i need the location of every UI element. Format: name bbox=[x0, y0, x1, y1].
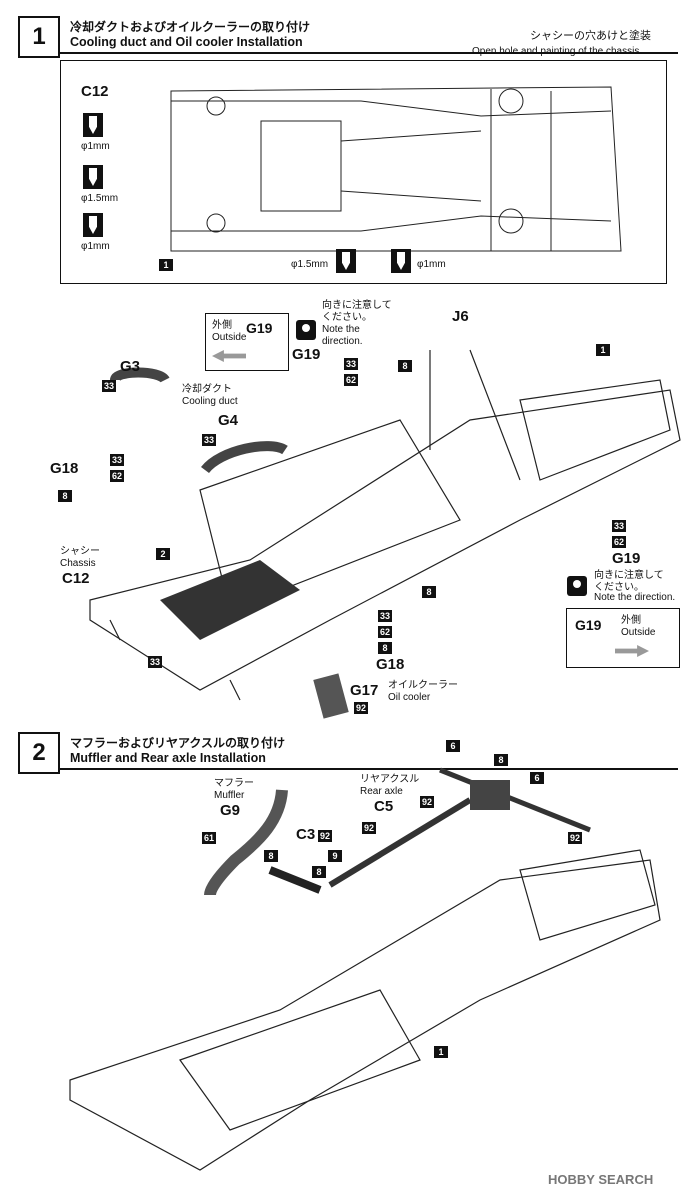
part-g4: G4 bbox=[218, 412, 239, 429]
part-tag-9: 9 bbox=[328, 850, 342, 862]
drill-size-c: φ1mm bbox=[81, 241, 110, 252]
part-tag-8: 8 bbox=[312, 866, 326, 878]
part-g19: G19 bbox=[292, 346, 321, 363]
part-tag-8: 8 bbox=[494, 754, 508, 766]
muffler-en: Muffler bbox=[214, 790, 245, 801]
direction-en: Note the direction. bbox=[594, 592, 676, 603]
part-tag-92: 92 bbox=[362, 822, 377, 834]
drill-icon bbox=[336, 249, 356, 273]
part-g18: G18 bbox=[376, 656, 405, 673]
chassis-jp: シャシー bbox=[60, 546, 100, 557]
part-g17: G17 bbox=[350, 682, 379, 699]
drill-icon bbox=[83, 165, 103, 189]
cooler-jp: オイルクーラー bbox=[388, 680, 458, 691]
part-c3: C3 bbox=[296, 826, 316, 843]
step-2-title-jp: マフラーおよびリヤアクスルの取り付け bbox=[70, 736, 286, 750]
part-tag-8: 8 bbox=[398, 360, 412, 372]
inset-part-c12: C12 bbox=[81, 83, 109, 100]
outside-en: Outside bbox=[212, 332, 247, 343]
part-g3: G3 bbox=[120, 358, 141, 375]
part-tag-33: 33 bbox=[344, 358, 359, 370]
step-2-badge: 2 bbox=[18, 732, 60, 774]
part-g18: G18 bbox=[50, 460, 79, 477]
outside-hint-left: 外側 Outside G19 bbox=[205, 313, 289, 371]
part-c12: C12 bbox=[62, 570, 90, 587]
caution-icon bbox=[296, 320, 316, 340]
part-c5: C5 bbox=[374, 798, 394, 815]
part-g19: G19 bbox=[246, 320, 273, 336]
step-1-note-jp: シャシーの穴あけと塗装 bbox=[530, 30, 651, 42]
part-tag-33: 33 bbox=[612, 520, 627, 532]
drill-size-b: φ1.5mm bbox=[81, 193, 119, 204]
duct-jp: 冷却ダクト bbox=[182, 384, 232, 395]
drill-size-a: φ1mm bbox=[81, 141, 110, 152]
outside-jp: 外側 bbox=[621, 615, 641, 626]
drill-icon bbox=[83, 113, 103, 137]
part-tag-6: 6 bbox=[530, 772, 544, 784]
axle-jp: リヤアクスル bbox=[360, 774, 420, 785]
step-1-note-en: Open hole and painting of the chassis. bbox=[472, 46, 643, 57]
part-g19: G19 bbox=[575, 617, 602, 633]
part-tag-62: 62 bbox=[344, 374, 359, 386]
part-tag-8: 8 bbox=[58, 490, 72, 502]
part-tag-33: 33 bbox=[378, 610, 393, 622]
direction-en: Note the direction. bbox=[322, 324, 363, 347]
part-tag-33: 33 bbox=[102, 380, 117, 392]
part-tag-62: 62 bbox=[612, 536, 627, 548]
step-1-badge: 1 bbox=[18, 16, 60, 58]
step-2-title-en: Muffler and Rear axle Installation bbox=[70, 751, 266, 765]
part-tag-62: 62 bbox=[110, 470, 125, 482]
part-tag-92: 92 bbox=[420, 796, 435, 808]
axle-en: Rear axle bbox=[360, 786, 403, 797]
drill-icon bbox=[83, 213, 103, 237]
step-1-rule bbox=[58, 52, 678, 54]
part-tag-92: 92 bbox=[318, 830, 333, 842]
part-tag-33: 33 bbox=[110, 454, 125, 466]
part-tag-1: 1 bbox=[596, 344, 610, 356]
chassis-drilling-inset: C12 φ1mm φ1.5mm φ1mm 1 φ1.5mm φ1mm bbox=[60, 60, 667, 284]
part-j6: J6 bbox=[452, 308, 469, 325]
part-g19: G19 bbox=[612, 550, 641, 567]
drill-size-d: φ1.5mm bbox=[291, 259, 329, 270]
outside-en: Outside bbox=[621, 627, 656, 638]
drill-icon bbox=[391, 249, 411, 273]
duct-en: Cooling duct bbox=[182, 396, 238, 407]
part-tag-2: 2 bbox=[156, 548, 170, 560]
chassis-en: Chassis bbox=[60, 558, 96, 569]
part-tag-33: 33 bbox=[148, 656, 163, 668]
part-tag-92: 92 bbox=[354, 702, 369, 714]
step-1-title-en: Cooling duct and Oil cooler Installation bbox=[70, 35, 303, 49]
step-2-rule bbox=[58, 768, 678, 770]
step-1-title-jp: 冷却ダクトおよびオイルクーラーの取り付け bbox=[70, 20, 311, 34]
part-tag-6: 6 bbox=[446, 740, 460, 752]
direction-jp: 向きに注意して ください。 bbox=[594, 570, 664, 593]
part-tag-8: 8 bbox=[378, 642, 392, 654]
outside-hint-right: G19 外側 Outside bbox=[566, 608, 680, 668]
part-tag-62: 62 bbox=[378, 626, 393, 638]
muffler-jp: マフラー bbox=[214, 778, 254, 789]
caution-icon bbox=[567, 576, 587, 596]
cooler-en: Oil cooler bbox=[388, 692, 431, 703]
part-g9: G9 bbox=[220, 802, 241, 819]
part-tag-61: 61 bbox=[202, 832, 217, 844]
part-tag-1: 1 bbox=[159, 259, 173, 271]
part-tag-92: 92 bbox=[568, 832, 583, 844]
drill-size-e: φ1mm bbox=[417, 259, 446, 270]
outside-jp: 外側 bbox=[212, 320, 232, 331]
part-tag-33: 33 bbox=[202, 434, 217, 446]
part-tag-8: 8 bbox=[264, 850, 278, 862]
watermark: HOBBY SEARCH bbox=[548, 1172, 654, 1187]
part-tag-1: 1 bbox=[434, 1046, 448, 1058]
direction-jp: 向きに注意して ください。 bbox=[322, 300, 392, 323]
chassis-top-view bbox=[170, 86, 622, 252]
part-tag-8: 8 bbox=[422, 586, 436, 598]
